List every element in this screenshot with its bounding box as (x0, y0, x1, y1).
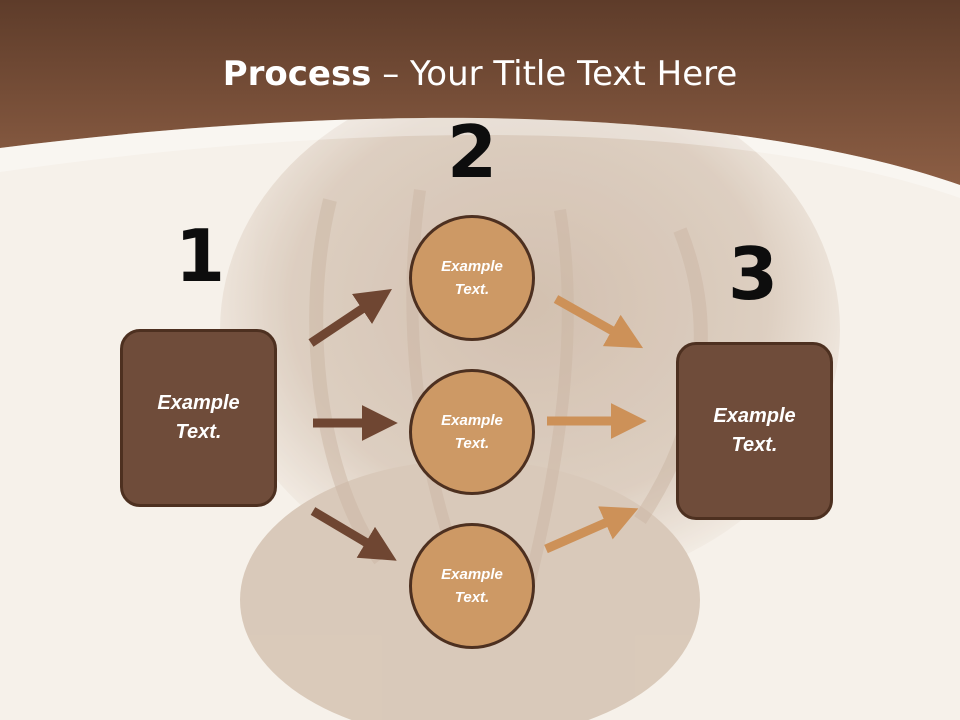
step-number-2: 2 (446, 110, 498, 194)
arrow-top-to-right (553, 295, 644, 349)
title-rest: – Your Title Text Here (371, 54, 738, 94)
end-box-text: Example Text. (713, 405, 796, 456)
header-swoosh (0, 117, 960, 198)
circle-middle-text: Example Text. (441, 412, 503, 452)
circle-bottom: Example Text. (409, 523, 535, 649)
title-strong: Process (222, 54, 372, 94)
step-number-3: 3 (727, 232, 779, 316)
circle-middle: Example Text. (409, 369, 535, 495)
start-box: Example Text. (120, 329, 277, 507)
arrow-bottom-to-right (544, 506, 639, 554)
header-band (0, 0, 960, 185)
arrow-left-to-top (308, 289, 392, 347)
end-box: Example Text. (676, 342, 833, 520)
circle-top: Example Text. (409, 215, 535, 341)
arrow-left-to-bottom (310, 507, 397, 561)
page-title: Process – Your Title Text Here (0, 52, 960, 96)
step-number-1: 1 (174, 214, 226, 298)
circle-top-text: Example Text. (441, 258, 503, 298)
circle-bottom-text: Example Text. (441, 566, 503, 606)
start-box-text: Example Text. (157, 392, 240, 443)
